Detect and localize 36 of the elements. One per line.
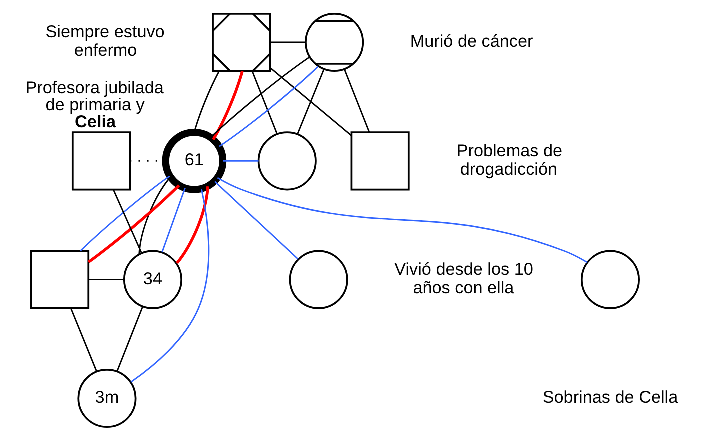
- connector: [88, 279, 124, 281]
- connector: [112, 190, 142, 254]
- node-label: Vivió desde los 10 años con ella: [394, 258, 533, 298]
- connector: [218, 66, 318, 148]
- node-circle: 34: [122, 250, 182, 310]
- connector: [269, 67, 352, 136]
- label: Sobrinas de Cella: [542, 386, 678, 407]
- node-circle: 3m: [77, 368, 136, 428]
- connector: [130, 188, 210, 383]
- node-box: [30, 250, 90, 310]
- connector: [296, 69, 324, 134]
- node-label: Problemas de drogadicción: [456, 140, 562, 179]
- node-circle: [288, 250, 348, 310]
- connector: [210, 56, 310, 138]
- connector: [70, 308, 98, 372]
- connector: [138, 176, 171, 255]
- node-box: [350, 132, 410, 191]
- connector: [216, 177, 588, 264]
- node-circle: [580, 250, 640, 310]
- connector: [161, 188, 186, 253]
- connector: [251, 71, 278, 134]
- connector: [214, 181, 298, 260]
- node-circle: [257, 132, 316, 191]
- node-circle: [304, 12, 364, 72]
- connector: [212, 71, 244, 140]
- connector: [344, 69, 370, 133]
- connector: [176, 186, 209, 264]
- connector: [270, 42, 306, 44]
- connector: [116, 306, 143, 372]
- node-label: Siempre estuvo enfermo: [45, 22, 164, 60]
- node-label: Murió de cáncer: [410, 30, 533, 51]
- node-box: [71, 132, 131, 191]
- node-circle: 61: [162, 129, 226, 194]
- connector: [80, 176, 170, 252]
- connector: [222, 160, 258, 162]
- connector: [87, 184, 180, 264]
